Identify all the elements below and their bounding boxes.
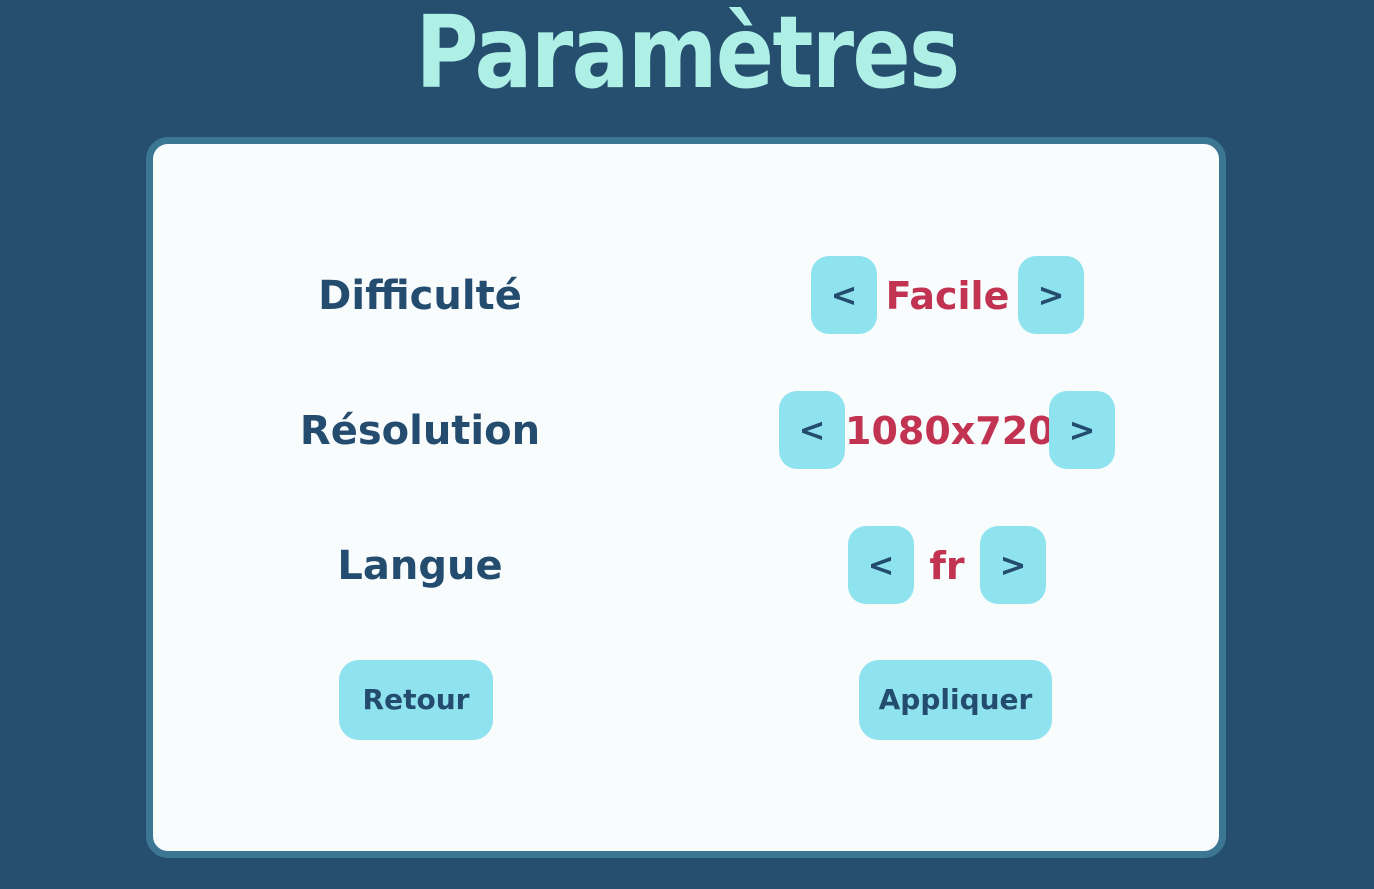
language-label: Langue xyxy=(337,543,503,589)
difficulty-next-button[interactable]: > xyxy=(1018,256,1084,334)
resolution-label: Résolution xyxy=(299,408,541,454)
page-title: Paramètres xyxy=(415,0,961,111)
difficulty-prev-button[interactable]: < xyxy=(811,256,877,334)
settings-panel xyxy=(146,137,1226,858)
difficulty-value: Facile xyxy=(885,274,1010,318)
resolution-prev-button[interactable]: < xyxy=(779,391,845,469)
setting-row-resolution: Résolution < 1080x720 > xyxy=(0,391,1374,471)
language-prev-button[interactable]: < xyxy=(848,526,914,604)
setting-row-difficulty: Difficulté < Facile > xyxy=(0,256,1374,336)
language-value: fr xyxy=(929,544,965,588)
apply-button[interactable]: Appliquer xyxy=(859,660,1052,740)
language-next-button[interactable]: > xyxy=(980,526,1046,604)
resolution-next-button[interactable]: > xyxy=(1049,391,1115,469)
back-button[interactable]: Retour xyxy=(339,660,493,740)
resolution-value: 1080x720 xyxy=(845,409,1055,453)
setting-row-language: Langue < fr > xyxy=(0,526,1374,606)
difficulty-label: Difficulté xyxy=(318,273,522,319)
